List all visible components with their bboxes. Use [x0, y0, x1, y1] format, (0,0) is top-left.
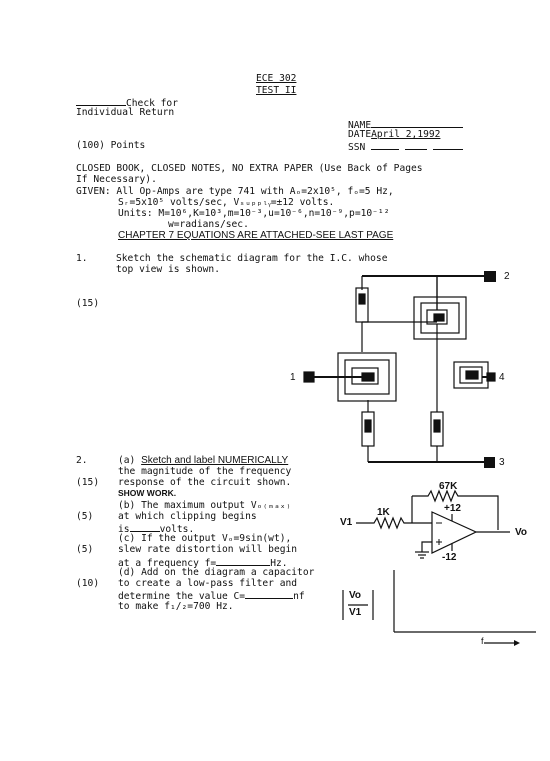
input-voltage-label: V1	[340, 517, 353, 528]
plot-y-numerator: Vo	[349, 590, 362, 601]
q2c-pre: at a frequency f=	[118, 558, 217, 569]
pin-label-3: 3	[499, 457, 505, 468]
q2c-points: (5)	[76, 544, 94, 555]
given-line-1: GIVEN: All Op-Amps are type 741 with Aₒ=…	[76, 186, 394, 197]
q2a-line-3: response of the circuit shown.	[118, 477, 292, 488]
pin-label-2: 2	[504, 271, 510, 282]
q2d-line-4: to make f₁/₂=700 Hz.	[118, 601, 234, 612]
q2a-line-2: the magnitude of the frequency	[118, 466, 292, 477]
given-line-2: Sᵣ=5x10⁵ volts/sec, Vₛᵤₚₚₗᵧ=±12 volts.	[118, 197, 335, 208]
q1-points: (15)	[76, 298, 100, 309]
ssn-field[interactable]: SSN	[348, 140, 463, 153]
positive-supply-label: +12	[444, 503, 461, 514]
q2d-points: (10)	[76, 578, 100, 589]
q2b-answer-blank[interactable]	[129, 522, 160, 532]
check-blank[interactable]	[76, 96, 126, 106]
q1-number: 1.	[76, 253, 88, 264]
q2b-points: (5)	[76, 511, 94, 522]
check-for-text: Check for	[126, 98, 178, 109]
negative-supply-label: -12	[442, 552, 457, 563]
instructions-line-2: If Necessary).	[76, 174, 157, 185]
q2b-pre: is	[118, 524, 130, 535]
q2d-line-3: determine the value C= nf	[118, 589, 305, 602]
ssn-blank-2[interactable]	[404, 140, 427, 150]
chapter-note: CHAPTER 7 EQUATIONS ARE ATTACHED-SEE LAS…	[118, 230, 394, 241]
check-for-label: Check for	[76, 96, 178, 109]
name-field[interactable]: NAME	[348, 118, 464, 131]
date-value: April 2,1992	[371, 129, 441, 140]
q2c-post: Hz.	[270, 558, 288, 569]
units-line-2: w=radians/sec.	[168, 219, 249, 230]
q2c-line-2: slew rate distortion will begin	[118, 544, 298, 555]
plot-x-label: f	[481, 636, 484, 646]
instructions-line-1: CLOSED BOOK, CLOSED NOTES, NO EXTRA PAPE…	[76, 163, 423, 174]
show-work-note: SHOW WORK.	[118, 488, 177, 498]
q2c-line-3: at a frequency f= Hz.	[118, 556, 288, 569]
q2b-line-3: is volts.	[118, 522, 194, 535]
q1-text-2: top view is shown.	[116, 264, 220, 275]
date-field: DATEApril 2,1992	[348, 129, 450, 140]
q2b-post: volts.	[159, 524, 195, 535]
date-label: DATE	[348, 129, 372, 140]
ssn-label: SSN	[348, 142, 366, 153]
q2d-pre: determine the value C=	[118, 591, 246, 602]
name-blank[interactable]	[371, 118, 464, 128]
q2b-line-2: at which clipping begins	[118, 511, 257, 522]
units-line-1: Units: M=10⁶,K=10³,m=10⁻³,u=10⁻⁶,n=10⁻⁹,…	[118, 208, 390, 219]
q2d-post: nf	[293, 591, 305, 602]
q2a-prefix: (a)	[118, 455, 136, 466]
q2a-line-1: (a) Sketch and label NUMERICALLY	[118, 455, 288, 466]
q2-number: 2.	[76, 455, 88, 466]
q2a-points: (15)	[76, 477, 100, 488]
input-resistor-label: 1K	[377, 507, 390, 518]
feedback-resistor-label: 67K	[439, 481, 458, 492]
pin-3-pad	[484, 457, 495, 468]
test-title: TEST II	[256, 85, 297, 96]
q2d-line-1: (d) Add on the diagram a capacitor	[118, 567, 315, 578]
pin-label-4: 4	[499, 372, 505, 383]
q2b-line-1: (b) The maximum output Vₒ₍ₘₐₓ₎	[118, 500, 292, 511]
q2c-answer-blank[interactable]	[216, 556, 271, 566]
points-total: (100) Points	[76, 140, 146, 151]
q2d-answer-blank[interactable]	[245, 589, 294, 599]
q2d-line-2: to create a low-pass filter and	[118, 578, 298, 589]
individual-return-label: Individual Return	[76, 107, 175, 118]
q2a-underlined: Sketch and label NUMERICALLY	[141, 455, 289, 466]
q2c-line-1: (c) If the output Vₒ=9sin(wt),	[118, 533, 292, 544]
q1-text-1: Sketch the schematic diagram for the I.C…	[116, 253, 388, 264]
pin-label-1: 1	[290, 372, 296, 383]
course-title: ECE 302	[256, 73, 297, 84]
output-voltage-label: Vo	[515, 527, 528, 538]
ssn-blank-1[interactable]	[371, 140, 400, 150]
plot-y-denominator: V1	[349, 607, 362, 618]
name-label: NAME	[348, 120, 372, 131]
ssn-blank-3[interactable]	[432, 140, 463, 150]
pin-2-pad	[484, 271, 496, 282]
